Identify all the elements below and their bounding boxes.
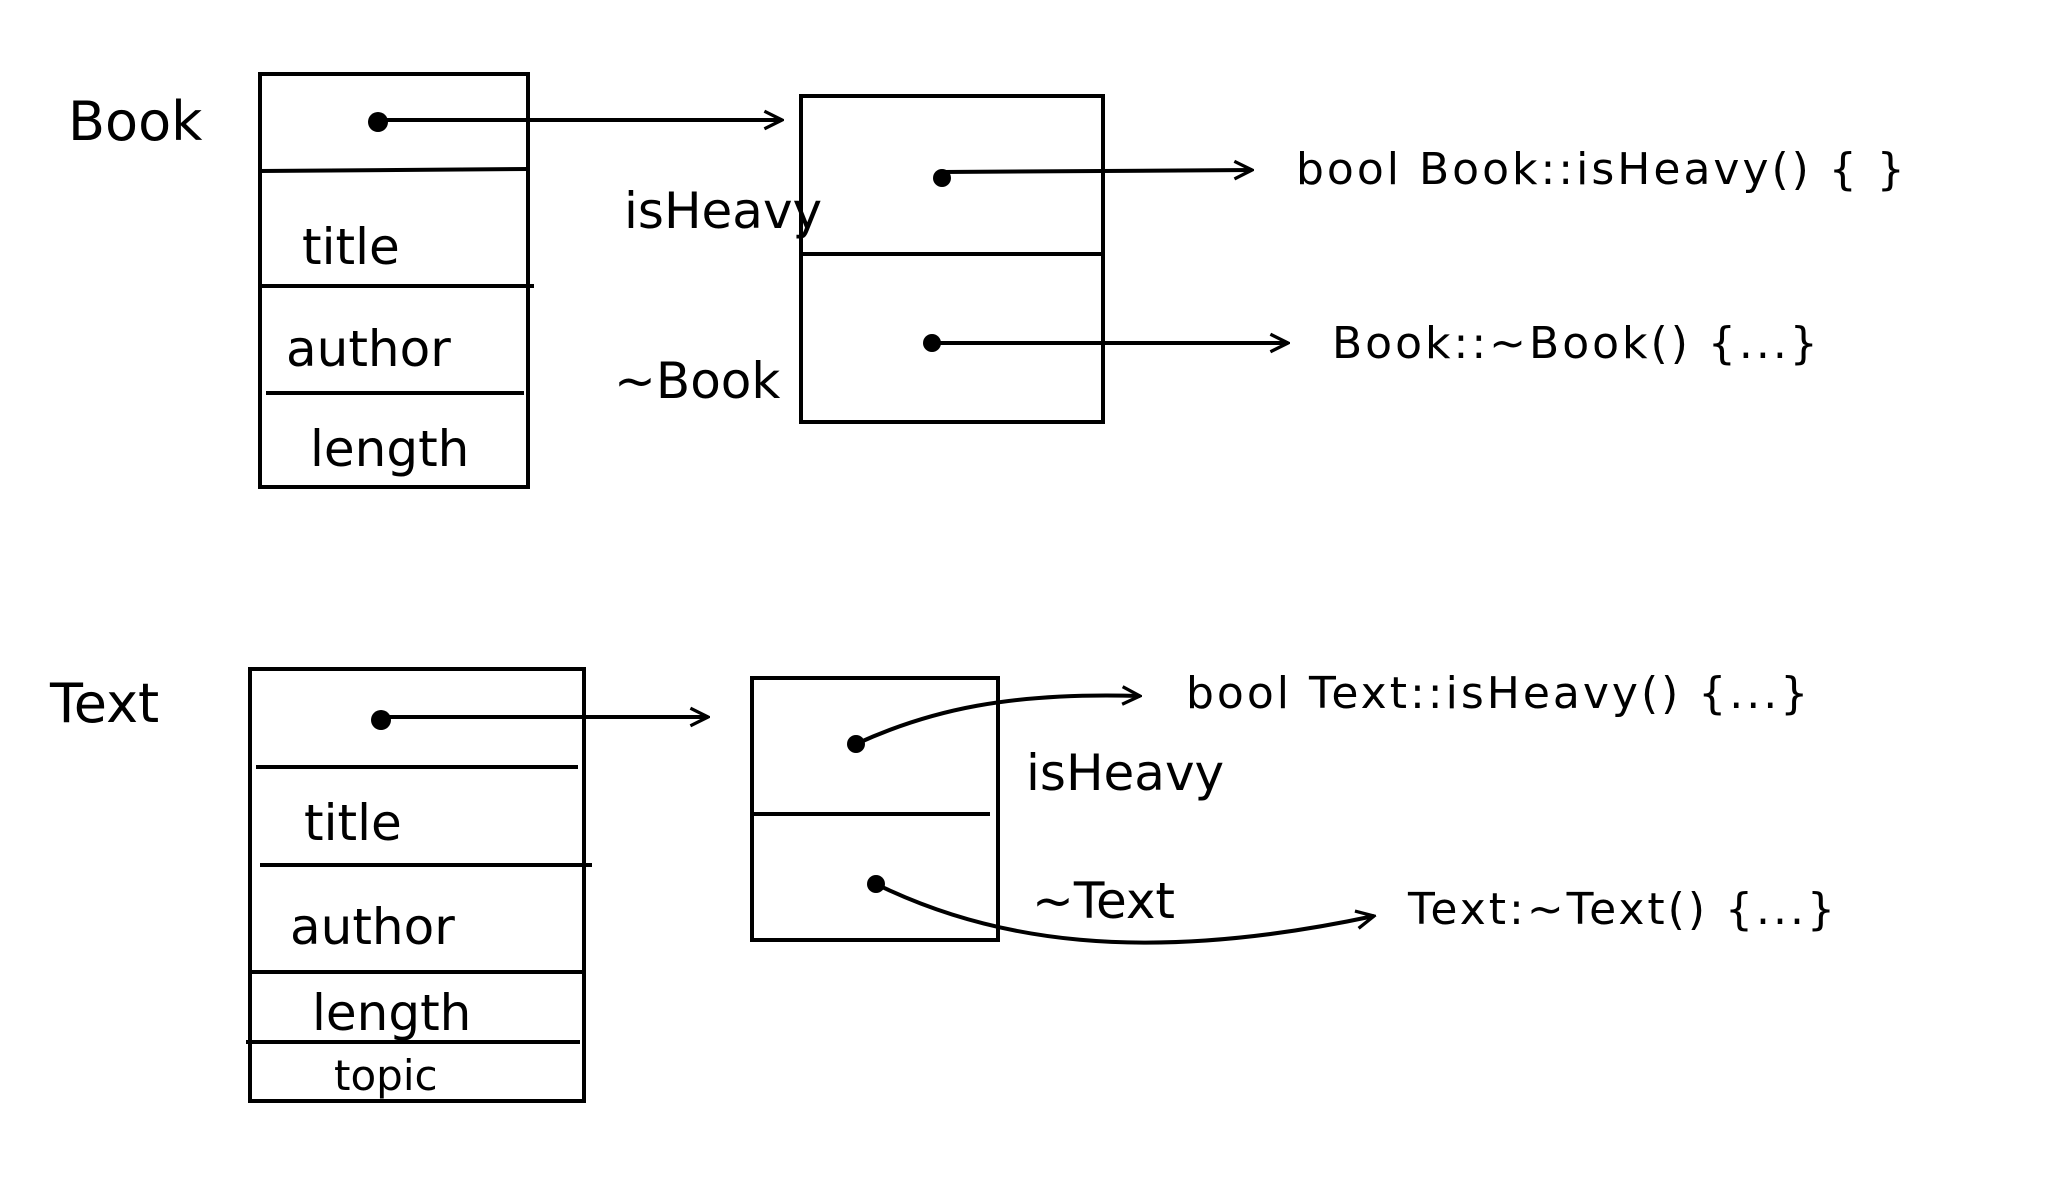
book-function-destructor: Book::~Book() {...} [1332,318,1821,369]
text-group: Text title author length topic isHeavy ~… [49,667,1838,1103]
text-object-outline [248,667,586,1103]
text-field-length: length [312,984,471,1042]
book-object-box [258,72,534,489]
text-vtable-entry-destructor: ~Text [1032,872,1175,930]
text-vtable-outline [750,676,1000,942]
book-group: Book title author length isHeavy ~Book b… [68,72,1908,489]
book-field-title: title [302,218,400,276]
text-class-label: Text [49,672,159,735]
text-isheavy-arrow [855,695,1140,746]
book-vtable-box [799,94,1105,424]
text-field-topic: topic [334,1051,438,1100]
text-field-author: author [290,898,455,956]
book-object-outline [258,72,530,489]
text-field-title: title [304,794,402,852]
book-vtable-entry-isheavy: isHeavy [624,182,822,240]
text-vptr-dot [371,710,391,730]
book-divider-vptr [259,167,529,173]
book-class-label: Book [68,90,203,153]
text-vtable-entry-isheavy: isHeavy [1026,744,1224,802]
book-function-isheavy: bool Book::isHeavy() { } [1296,144,1908,195]
text-destructor-arrow [875,882,1374,945]
book-vtable-outline [799,94,1105,424]
text-function-isheavy: bool Text::isHeavy() {...} [1186,668,1811,719]
text-function-destructor: Text:~Text() {...} [1407,884,1838,935]
book-vtable-entry-destructor: ~Book [614,352,780,410]
book-field-author: author [286,320,451,378]
text-object-box [246,667,592,1103]
text-vtable-box [750,676,1000,942]
book-isheavy-arrow [941,170,1252,172]
book-field-length: length [310,420,469,478]
